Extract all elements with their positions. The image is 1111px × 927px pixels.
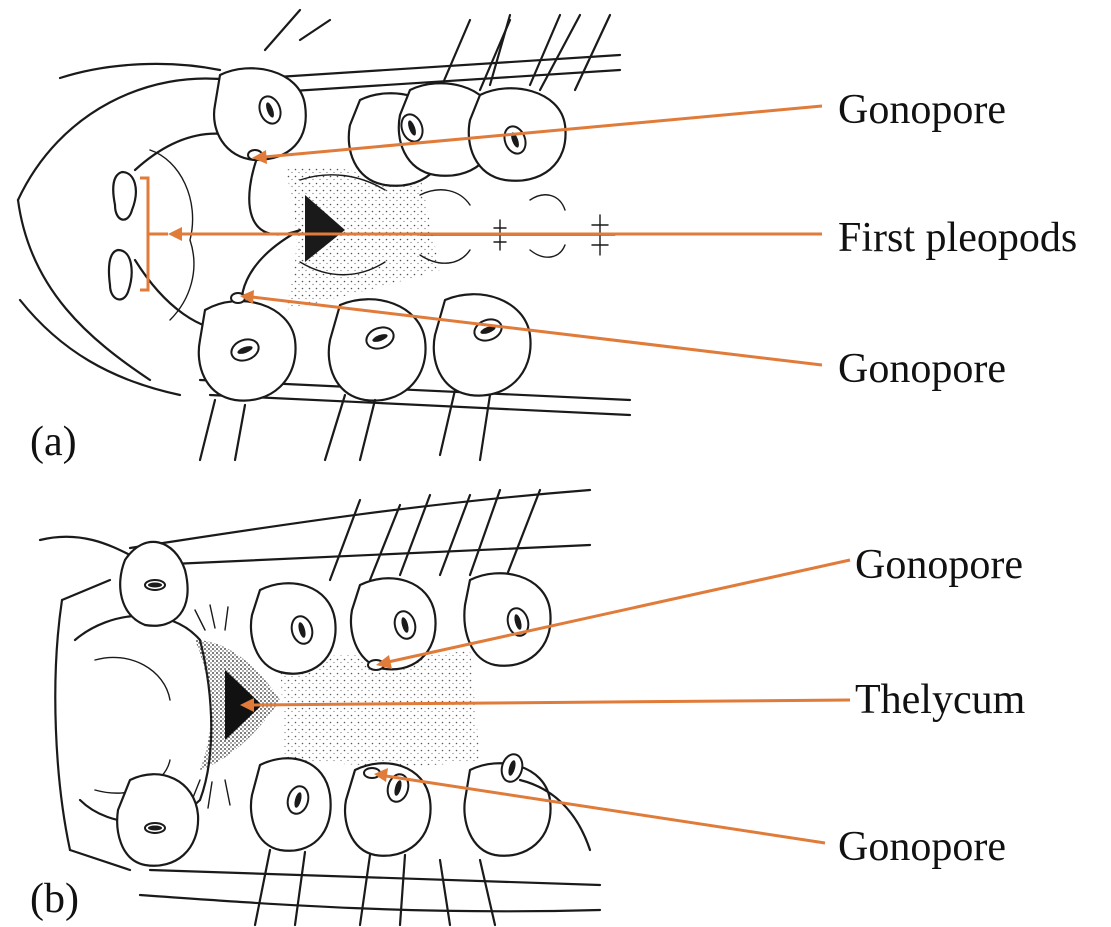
label-gonopore: Gonopore xyxy=(838,346,1006,392)
panel-a-label: (a) xyxy=(30,419,77,465)
label-gonopore: Gonopore xyxy=(838,824,1006,870)
panel-b-label: (b) xyxy=(30,876,79,922)
label-thelycum: Thelycum xyxy=(855,677,1026,723)
label-gonopore: Gonopore xyxy=(855,542,1023,588)
panel-b-drawing xyxy=(40,490,600,925)
callout-a-first-pleopods: First pleopods xyxy=(140,178,1077,290)
label-gonopore: Gonopore xyxy=(838,87,1006,133)
label-first-pleopods: First pleopods xyxy=(838,215,1077,261)
